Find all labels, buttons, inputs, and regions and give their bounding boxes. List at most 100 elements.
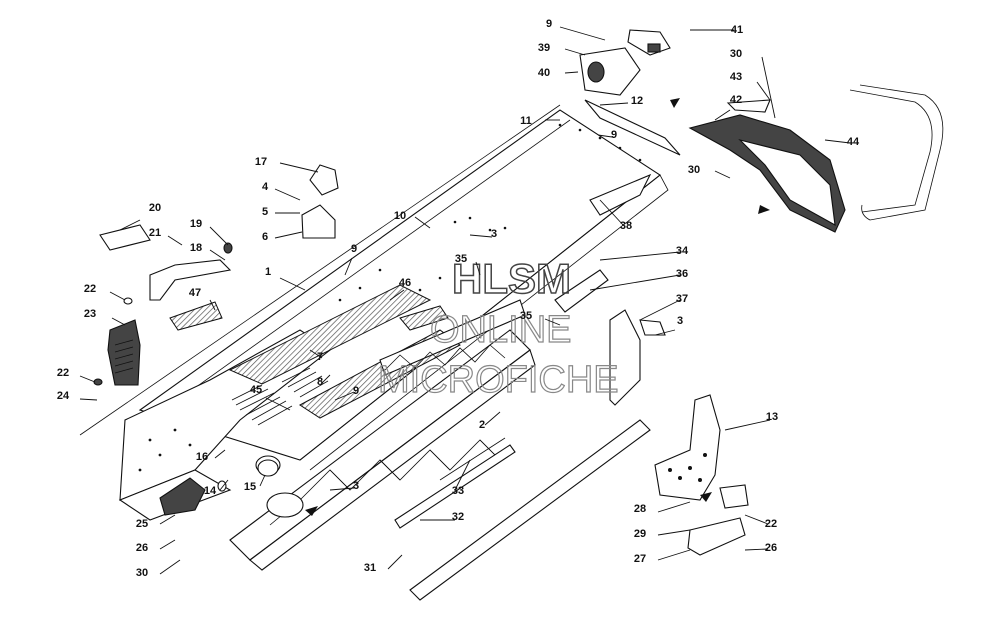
direction-arrows [305,98,770,516]
leader-line-2 [484,411,501,426]
callout-label-4: 4 [262,181,269,193]
front-bumper [849,84,944,221]
callout-label-43: 43 [730,71,742,83]
leader-line-17 [279,162,319,173]
callout-label-35: 35 [520,310,532,322]
leader-line-22 [744,514,769,525]
callout-label-2: 2 [479,419,485,431]
leader-line-7 [309,349,323,359]
callout-label-40: 40 [538,67,550,79]
leader-line-35 [475,261,481,276]
callout-label-11: 11 [520,115,532,127]
leader-line-8 [321,374,331,384]
leader-line-47 [209,299,216,311]
leader-line-24 [79,398,98,401]
leader-line-46 [389,289,405,301]
leader-line-3 [654,329,676,336]
leader-line-14 [219,479,229,491]
leader-line-9 [597,134,613,138]
lower-left-parts [159,459,279,516]
trim-strip-set [394,419,651,601]
callout-label-29: 29 [634,528,646,540]
leader-line-9 [344,257,353,276]
callout-label-30: 30 [730,48,742,60]
leader-line-30 [714,170,731,179]
callout-label-22: 22 [765,518,777,530]
watermark-line-2: ONLINE [430,309,571,351]
leader-line-27 [657,549,691,561]
leader-line-13 [724,419,771,431]
leader-line-30 [761,56,776,119]
leader-line-37 [639,299,681,321]
watermark-line-1: HLSM [452,255,571,302]
callout-label-21: 21 [149,227,161,239]
leader-line-3 [469,234,493,238]
leader-line-44 [824,139,851,144]
callout-label-6: 6 [262,231,268,243]
leader-line-15 [259,474,266,487]
callout-label-31: 31 [364,562,376,574]
callout-label-9: 9 [351,243,357,255]
callout-label-3: 3 [491,228,497,240]
watermark-line-3: MICROFICHE [378,359,619,401]
step-bracket-37 [609,309,666,406]
leader-line-45 [265,397,291,411]
callout-label-30: 30 [688,164,700,176]
leader-line-36 [589,274,681,291]
callout-label-18: 18 [190,242,202,254]
callout-label-32: 32 [452,511,464,523]
callout-label-3: 3 [677,315,683,327]
leader-line-26 [744,548,769,551]
leader-line-35 [544,318,561,326]
callout-label-44: 44 [847,136,860,148]
leader-line-9 [334,391,355,401]
callout-label-37: 37 [676,293,688,305]
callout-label-36: 36 [676,268,688,280]
callout-label-14: 14 [204,485,217,497]
leader-line-39 [564,48,586,56]
leader-line-26 [159,539,176,550]
floor-vent-slots [231,367,329,426]
parts-layer [79,29,944,601]
callout-label-5: 5 [262,206,268,218]
leader-line-22 [109,291,126,301]
callout-label-27: 27 [634,553,646,565]
callout-label-42: 42 [730,94,742,106]
callout-label-16: 16 [196,451,208,463]
callout-label-9: 9 [353,385,359,397]
top-bracket-set [579,29,671,96]
callout-label-25: 25 [136,518,148,530]
leader-line-38 [599,199,625,227]
leader-line-34 [599,251,681,261]
callout-label-22: 22 [57,367,69,379]
leader-line-25 [159,514,176,525]
leader-line-16 [214,449,226,459]
callout-label-12: 12 [631,95,643,107]
assembly-outline-line [79,104,561,436]
leader-line-29 [657,529,691,536]
callout-label-26: 26 [765,542,777,554]
leader-line-31 [387,554,403,570]
leader-line-19 [209,226,229,246]
callout-label-26: 26 [136,542,148,554]
callout-label-17: 17 [255,156,267,168]
leader-line-22 [79,375,96,383]
callout-label-10: 10 [394,210,406,222]
callout-label-46: 46 [399,277,411,289]
callout-label-15: 15 [244,481,256,493]
front-nose-cover [688,99,846,233]
leader-line-6 [274,231,303,239]
callout-label-1: 1 [265,266,271,278]
callout-label-23: 23 [84,308,96,320]
callout-label-13: 13 [766,411,778,423]
leader-line-20 [119,219,141,231]
callout-label-30: 30 [136,567,148,579]
leader-line-3 [329,487,355,491]
callout-label-28: 28 [634,503,646,515]
callout-label-3: 3 [353,480,359,492]
callout-label-41: 41 [731,24,743,36]
callout-label-34: 34 [676,245,689,257]
leader-line-21 [167,235,183,246]
callout-label-38: 38 [620,220,632,232]
